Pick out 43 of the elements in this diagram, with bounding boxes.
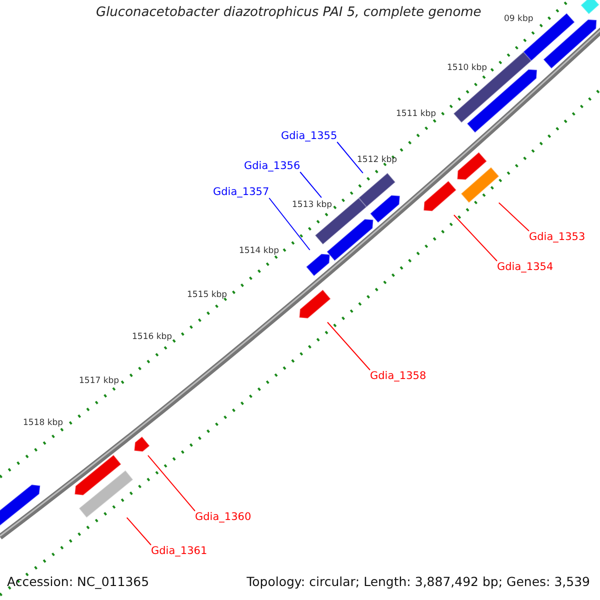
position-label: 1510 kbp bbox=[447, 63, 488, 73]
position-label: 1511 kbp bbox=[396, 109, 436, 119]
gene-feature bbox=[580, 0, 600, 15]
leader-line bbox=[268, 198, 310, 250]
gene-feature bbox=[423, 180, 457, 212]
gene-label: Gdia_1353 bbox=[529, 231, 586, 243]
gene-feature bbox=[460, 166, 500, 204]
gene-feature bbox=[306, 253, 330, 277]
gene-feature bbox=[326, 218, 374, 262]
leader-line bbox=[453, 214, 498, 262]
gene-feature bbox=[358, 172, 396, 208]
gene-feature bbox=[78, 470, 134, 518]
position-label: 1517 kbp bbox=[79, 376, 120, 386]
gene-label: Gdia_1360 bbox=[195, 511, 252, 523]
position-label: 1515 kbp bbox=[187, 290, 228, 300]
footer-text: Accession: NC_011365 bbox=[7, 574, 150, 589]
position-label: 1512 kbp bbox=[357, 155, 398, 165]
gene-feature bbox=[134, 436, 150, 452]
chart-title: Gluconacetobacter diazotrophicus PAI 5, complete genome bbox=[96, 5, 482, 20]
leader-line bbox=[147, 454, 196, 512]
gene-feature bbox=[456, 152, 488, 180]
leader-line bbox=[300, 172, 322, 198]
gene-label: Gdia_1361 bbox=[151, 545, 208, 557]
gene-feature bbox=[74, 454, 122, 496]
position-label: 09 kbp bbox=[504, 14, 534, 24]
gene-feature bbox=[314, 196, 368, 246]
leader-line bbox=[326, 322, 370, 370]
position-label: 1513 kbp bbox=[292, 200, 332, 210]
position-label: 1514 kbp bbox=[239, 246, 280, 256]
gene-label: Gdia_1358 bbox=[370, 370, 426, 382]
leader-line bbox=[336, 142, 364, 174]
leader-line bbox=[498, 202, 530, 232]
footer-text: Topology: circular; Length: 3,887,492 bp; Genes: 3,539 bbox=[246, 574, 590, 589]
leader-line bbox=[126, 517, 152, 546]
gene-label: Gdia_1354 bbox=[497, 261, 554, 273]
gene-label: Gdia_1357 bbox=[213, 186, 270, 198]
gene-label: Gdia_1356 bbox=[244, 160, 300, 172]
gene-feature bbox=[298, 289, 332, 319]
gene-feature bbox=[370, 194, 400, 224]
gene-label: Gdia_1355 bbox=[281, 130, 338, 142]
position-label: 1516 kbp bbox=[132, 332, 172, 342]
gene-feature bbox=[542, 19, 598, 70]
position-label: 1518 kbp bbox=[23, 418, 64, 428]
